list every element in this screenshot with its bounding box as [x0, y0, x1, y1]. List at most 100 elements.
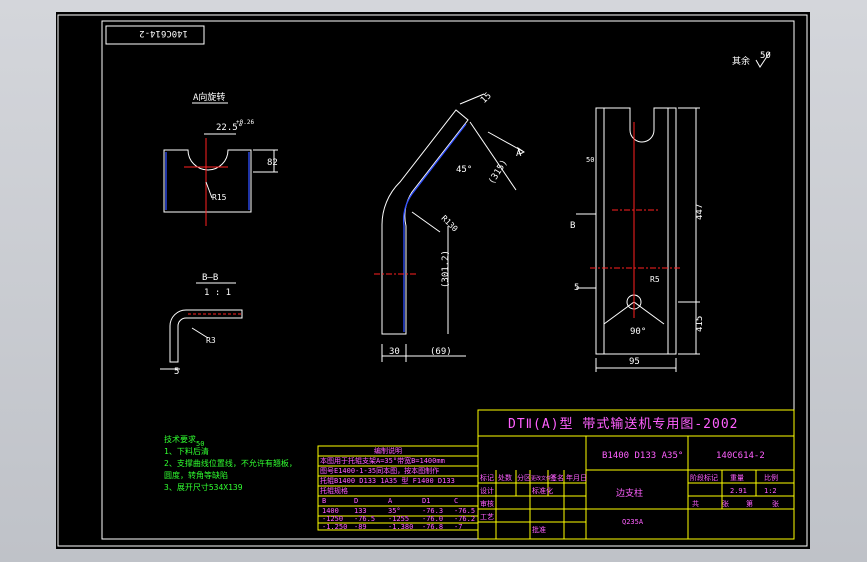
tech-heading: 技术要求: [164, 434, 196, 444]
notes-cell: -76.5: [354, 515, 375, 523]
notes-cell: 133: [354, 507, 367, 515]
title-block-sheet-label-2: 张: [772, 499, 779, 508]
notes-cell: 1400: [322, 507, 339, 515]
front-dim-width2: (69): [430, 347, 452, 357]
role-design: 设计: [480, 486, 494, 495]
rest-roughness-value: 50: [760, 51, 771, 61]
notes-col-c: C: [454, 497, 458, 505]
side-dim-width: 95: [629, 357, 640, 367]
code-stamp: 140C614-2: [139, 28, 188, 38]
side-dim-radius: R5: [650, 275, 660, 284]
notes-cell: -1.380: [388, 523, 413, 531]
title-block-stage-label: 阶段标记: [690, 473, 718, 482]
side-roughness: 50: [586, 156, 594, 164]
roughness-symbol-icon: [755, 51, 771, 68]
notes-row-3: 托辊B1400 D133 1A35 型 F1400 D133: [320, 476, 455, 485]
role-review: 审核: [480, 499, 494, 508]
tech-requirements: 技术要求 1、下料后清 50 2、支撑曲线位置线，不允许有翘板， 圆度，转角等缺…: [164, 434, 297, 492]
title-block: DTⅡ(A)型 带式输送机专用图-2002 B1400 D133 A35° 14…: [477, 409, 795, 540]
notes-subheader: 托辊规格: [320, 486, 348, 495]
notes-cell: -76.0: [422, 515, 443, 523]
tech-item-4: 3、展开尺寸534X139: [164, 482, 243, 492]
front-dim-slant: (315): [487, 158, 510, 186]
notes-cell: -1.250: [322, 523, 347, 531]
a-dim-tolerance: +0.26: [236, 119, 254, 126]
side-dim-angle: 90°: [630, 327, 646, 337]
front-dim-vertical: (301.2): [441, 250, 451, 288]
notes-row-1: 本图用于托辊支架A=35°带宽B=1400mm: [320, 456, 445, 465]
notes-header: 编制说明: [374, 446, 402, 455]
a-view-outline: [163, 149, 252, 213]
front-view-outline: [381, 109, 469, 335]
notes-col-b: B: [322, 497, 326, 505]
title-block-sheet-of: 第: [746, 499, 753, 508]
code-stamp-box: [105, 25, 205, 45]
notes-col-d: D: [354, 497, 358, 505]
side-view-outline: [595, 107, 677, 355]
inner-frame: [101, 20, 795, 540]
section-profile: [169, 309, 243, 363]
a-dim-angle: 22.5°: [216, 123, 243, 133]
front-dim-width1: 30: [389, 347, 400, 357]
tech-roughness: 50: [196, 440, 204, 448]
tech-item-3: 圆度，转角等缺陷: [164, 470, 228, 480]
title-block-drawing-no: 140C614-2: [716, 451, 765, 461]
side-dim-height: 447: [695, 204, 705, 220]
side-dim-five: 5: [574, 283, 579, 293]
notes-cell: 35°: [388, 507, 401, 515]
front-dim-top: 15: [479, 91, 494, 106]
role-process: 工艺: [480, 513, 494, 521]
rev-header: 签名: [550, 473, 564, 482]
section-label: B—B: [202, 273, 218, 283]
rev-header: 标记: [480, 473, 494, 482]
arrow-a-icon: [517, 146, 525, 155]
title-block-sheet-label: 张: [722, 499, 729, 508]
side-label-b: B: [570, 221, 575, 231]
rev-header: 分区: [517, 473, 531, 482]
notes-cell: -76.5: [454, 507, 475, 515]
notes-cell: -76.8: [422, 523, 443, 531]
section-thickness: 5: [174, 367, 179, 377]
a-view-label: A向旋转: [193, 91, 225, 103]
rev-header: 年月日: [566, 473, 587, 482]
title-block-weight-value: 2.91: [730, 487, 747, 495]
drawing-canvas: 140C614-2 其余 50 A向旋转 22.5° +0.26 82 R15 …: [57, 14, 808, 547]
notes-table: 编制说明 本图用于托辊支架A=35°带宽B=1400mm 图号E1400-1-3…: [317, 445, 479, 531]
a-dim-height: 82: [267, 158, 278, 168]
title-block-part-name: 边支柱: [616, 487, 643, 499]
section-radius: R3: [206, 336, 216, 345]
a-dim-radius: R15: [212, 193, 227, 202]
title-block-title: DTⅡ(A)型 带式输送机专用图-2002: [508, 416, 739, 432]
front-dim-angle: 45°: [456, 165, 472, 175]
title-block-sheet-total: 共: [692, 499, 699, 508]
title-block-material: Q235A: [622, 518, 644, 526]
section-scale: 1 : 1: [204, 288, 231, 298]
notes-cell: -1255: [388, 515, 409, 523]
notes-col-d1: D1: [422, 497, 430, 505]
side-dim-lower: 415: [695, 316, 705, 332]
notes-cell: -1250: [322, 515, 343, 523]
tech-item-1: 1、下料后清: [164, 446, 209, 456]
drawing-sheet: 140C614-2 其余 50 A向旋转 22.5° +0.26 82 R15 …: [56, 12, 810, 549]
rev-header: 更改文件号: [531, 475, 556, 482]
rev-header: 处数: [498, 473, 512, 482]
title-block-scale-value: 1:2: [764, 487, 777, 495]
outer-frame: [57, 14, 808, 547]
title-block-spec: B1400 D133 A35°: [602, 451, 683, 461]
notes-col-a: A: [388, 497, 393, 505]
notes-cell: -76.3: [422, 507, 443, 515]
rest-roughness-label: 其余: [732, 55, 750, 67]
tech-item-2: 2、支撑曲线位置线，不允许有翘板，: [164, 458, 297, 468]
title-block-scale-label: 比例: [764, 473, 778, 482]
notes-cell: -89: [354, 523, 367, 531]
notes-cell: -7: [454, 523, 462, 531]
front-arrow-a: A: [516, 149, 522, 159]
title-block-weight-label: 重量: [730, 474, 744, 482]
notes-cell: -76.2: [454, 515, 475, 523]
front-dim-radius: R130: [440, 214, 460, 234]
front-view-inner-line: [403, 123, 467, 332]
notes-row-2: 图号E1400-1-35同本图，按本图制作: [320, 466, 439, 475]
role-approve: 批准: [532, 525, 546, 534]
role-standard: 标准化: [532, 486, 553, 495]
